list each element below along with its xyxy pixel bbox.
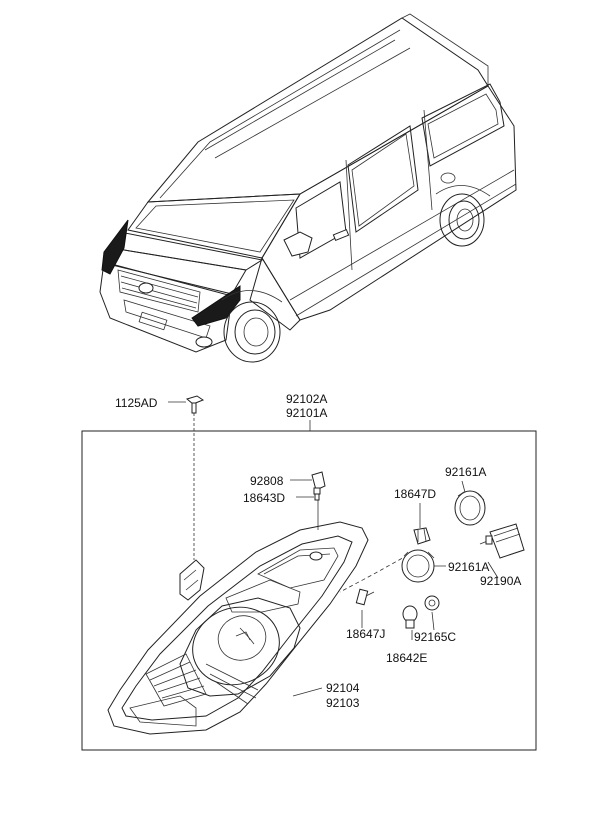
assembly-frame [81, 430, 537, 751]
label-18647J: 18647J [346, 627, 385, 641]
label-92104: 92104 [326, 681, 360, 695]
bulb-icon [402, 605, 418, 629]
label-92103: 92103 [326, 696, 360, 710]
leader-lines [168, 401, 499, 697]
label-92101A: 92101A [286, 406, 327, 420]
label-18647D: 18647D [394, 487, 436, 501]
label-92165C: 92165C [414, 630, 456, 644]
label-92161A-mid: 92161A [448, 560, 489, 574]
label-18643D: 18643D [243, 491, 285, 505]
leveling-actuator-icon [479, 523, 525, 559]
label-92161A-top: 92161A [445, 465, 486, 479]
dust-cap-icon [454, 490, 486, 526]
dust-cap-icon-lower [401, 549, 435, 583]
label-92102A: 92102A [286, 392, 327, 406]
label-18642E: 18642E [386, 651, 427, 665]
label-92808: 92808 [250, 474, 284, 488]
socket-icon-92165C [424, 595, 440, 611]
socket-icon-18647D [413, 527, 431, 545]
van-illustration [99, 13, 517, 363]
socket-icon-18647J [355, 588, 375, 606]
label-92190A: 92190A [480, 574, 521, 588]
headlamp-housing [107, 521, 369, 735]
bolt-icon [185, 395, 205, 560]
socket-icon [311, 471, 326, 501]
label-1125AD: 1125AD [115, 396, 158, 410]
